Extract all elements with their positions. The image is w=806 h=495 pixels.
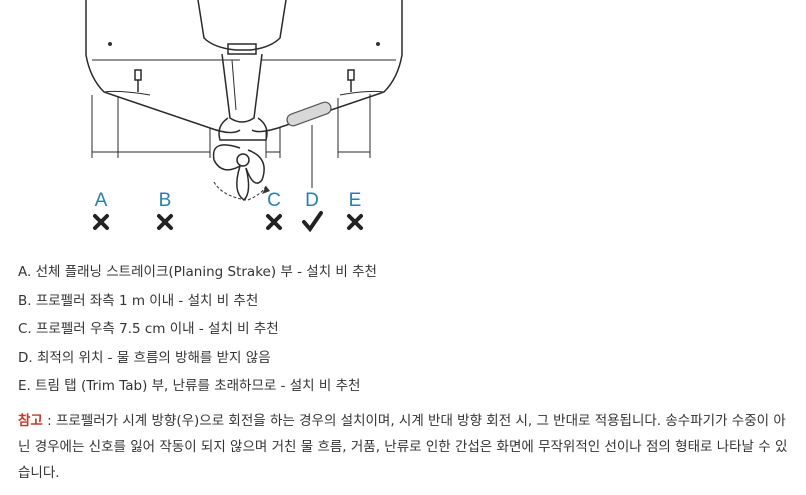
hull-fittings xyxy=(134,69,355,92)
label-e: E xyxy=(349,190,362,211)
note-label: 참고 xyxy=(18,413,43,429)
propeller xyxy=(212,144,270,201)
label-b: B xyxy=(159,190,172,211)
cross-icon xyxy=(157,214,173,230)
transducer-placement-diagram: A B C D E xyxy=(85,0,403,233)
label-d: D xyxy=(305,190,319,211)
note-text: : 프로펠러가 시계 방향(우)으로 회전을 하는 경우의 설치이며, 시계 반… xyxy=(18,413,788,481)
label-a: A xyxy=(95,190,108,211)
list-item: A. 선체 플래닝 스트레이크(Planing Strake) 부 - 설치 비… xyxy=(18,264,377,280)
cross-icon xyxy=(347,214,363,230)
transducer xyxy=(286,101,332,127)
list-item: E. 트림 탭 (Trim Tab) 부, 난류를 초래하므로 - 설치 비 추… xyxy=(18,378,361,394)
check-icon xyxy=(302,211,323,233)
list-item: D. 최적의 위치 - 물 흐름의 방해를 받지 않음 xyxy=(18,349,271,366)
label-c: C xyxy=(267,190,281,211)
boat-hull xyxy=(85,0,403,134)
list-item: C. 프로펠러 우측 7.5 cm 이내 - 설치 비 추천 xyxy=(18,321,279,337)
cross-icon xyxy=(266,214,282,230)
placement-list: A. 선체 플래닝 스트레이크(Planing Strake) 부 - 설치 비… xyxy=(18,258,377,401)
note-paragraph: 참고 : 프로펠러가 시계 방향(우)으로 회전을 하는 경우의 설치이며, 시… xyxy=(18,408,790,486)
measurement-lines xyxy=(91,94,371,188)
list-item: B. 프로펠러 좌측 1 m 이내 - 설치 비 추천 xyxy=(18,292,259,309)
outboard-motor xyxy=(197,0,287,141)
cross-icon xyxy=(93,214,109,230)
